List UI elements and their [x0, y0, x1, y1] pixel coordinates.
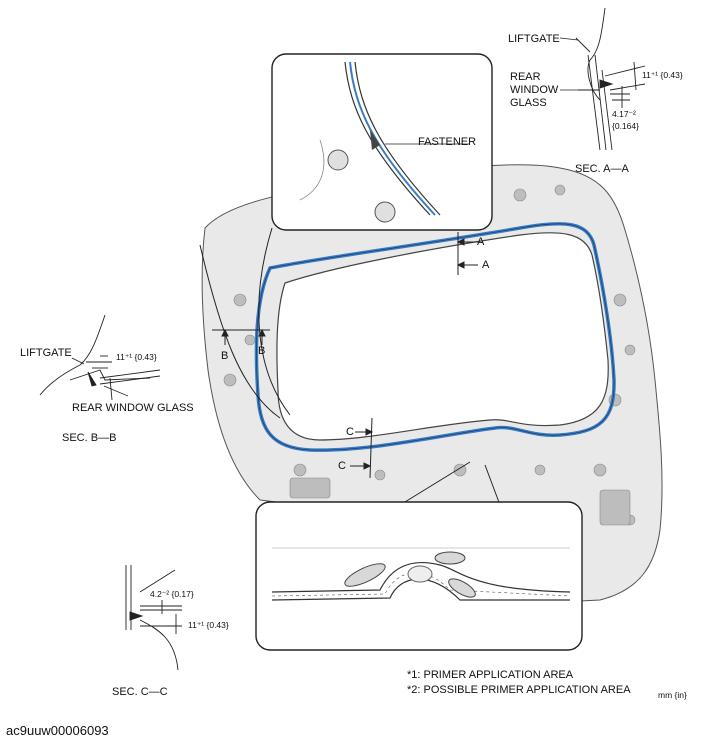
dim-a-2-line2: {0.164} [612, 121, 639, 131]
note-primer-2: *2: POSSIBLE PRIMER APPLICATION AREA [407, 684, 631, 696]
fastener-label: FASTENER [418, 136, 477, 148]
rear-window-glass-label-b: REAR WINDOW GLASS [72, 402, 194, 414]
note-primer-1: *1: PRIMER APPLICATION AREA [407, 669, 574, 681]
window-opening [276, 232, 609, 441]
primer-inset [255, 461, 583, 651]
section-marker-c-bottom: C [338, 460, 346, 472]
liftgate-label-a: LIFTGATE [508, 33, 560, 45]
leader-lines [71, 37, 580, 397]
liftgate-label-b: LIFTGATE [20, 347, 72, 359]
section-marker-b-right: B [258, 345, 266, 357]
section-c-markers [350, 417, 374, 479]
rear-window-glass-label-a-3: GLASS [510, 97, 547, 109]
fastener-inset [199, 53, 493, 419]
section-marker-a-bottom: A [482, 259, 490, 271]
rear-window-glass-label-a-1: REAR [510, 71, 541, 83]
section-marker-a-top: A [477, 236, 485, 248]
section-marker-c-top: C [346, 426, 354, 438]
section-marker-b-left: B [221, 350, 229, 362]
liftgate-body [201, 164, 663, 603]
sec-b-label: SEC. B—B [62, 432, 117, 444]
section-a-markers [456, 232, 478, 275]
sec-a-label: SEC. A—A [575, 163, 629, 175]
dim-c-2: 11⁺¹ {0.43} [188, 620, 229, 630]
dim-a-2-line1: 4.17⁻² [612, 109, 636, 119]
units-label: mm {in} [658, 690, 687, 700]
image-code: ac9uuw00006093 [6, 723, 109, 738]
sec-c-detail [125, 565, 182, 671]
rear-window-glass-label-a-2: WINDOW [510, 84, 559, 96]
sec-b-detail [39, 314, 161, 401]
dim-c-1: 4.2⁻² {0.17} [150, 589, 194, 599]
sec-c-label: SEC. C—C [112, 686, 168, 698]
dim-b: 11⁺¹ {0.43} [116, 352, 157, 362]
dim-a-1: 11⁺¹ {0.43} [642, 70, 683, 80]
section-b-markers [212, 328, 270, 345]
sec-a-detail [575, 7, 646, 151]
